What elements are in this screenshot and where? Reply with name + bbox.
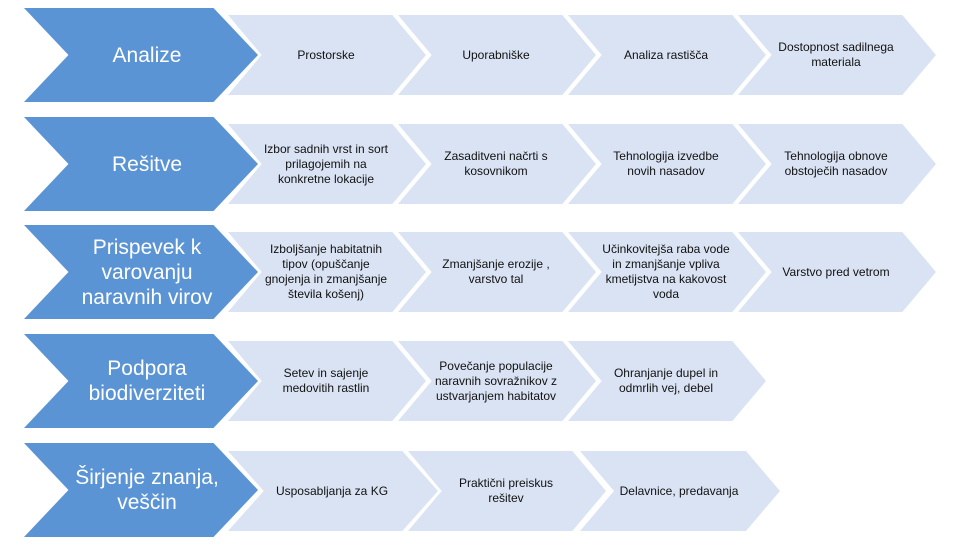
- row-2-item-2: Zasaditveni načrti s kosovnikom: [398, 124, 596, 204]
- item-label: Dostopnost sadilnega materiala: [778, 40, 894, 69]
- row-2-item-3: Tehnologija izvedbe novih nasadov: [568, 124, 766, 204]
- category-label: Širjenje znanja, veščin: [75, 466, 219, 514]
- row-5-item-1: Usposabljanja za KG: [228, 451, 438, 531]
- category-label: Rešitve: [111, 152, 183, 176]
- item-label: Varstvo pred vetrom: [782, 264, 890, 279]
- row-5-category: Širjenje znanja, veščin: [24, 443, 258, 537]
- item-label: Delavnice, predavanja: [619, 483, 739, 498]
- row-4-category: Podpora biodiverziteti: [24, 334, 258, 428]
- item-label: Setev in sajenje medovitih rastlin: [282, 366, 370, 395]
- item-label: Povečanje populacije naravnih sovražniko…: [434, 358, 558, 403]
- row-3-item-3: Učinkovitejša raba vode in zmanjšanje vp…: [568, 232, 766, 312]
- row-3-item-4: Varstvo pred vetrom: [738, 232, 936, 312]
- row-5-item-3: Delavnice, predavanja: [580, 451, 780, 531]
- row-4-item-3: Ohranjanje dupel in odmrlih vej, debel: [568, 341, 766, 421]
- category-label: Podpora biodiverziteti: [88, 357, 206, 405]
- row-1-category: Analize: [24, 8, 258, 102]
- item-label: Usposabljanja za KG: [275, 483, 389, 498]
- item-label: Zmanjšanje erozije , varstvo tal: [442, 257, 550, 286]
- item-label: Izbor sadnih vrst in sort prilagojemih n…: [263, 141, 389, 186]
- item-label: Izboljšanje habitatnih tipov (opuščanje …: [264, 242, 388, 301]
- row-1-item-2: Uporabniške: [398, 15, 596, 95]
- item-label: Tehnologija izvedbe novih nasadov: [613, 149, 719, 178]
- item-label: Praktični preiskus rešitev: [458, 476, 554, 505]
- item-label: Tehnologija obnove obstoječih nasadov: [784, 149, 888, 178]
- category-label: Prispevek k varovanju naravnih virov: [81, 235, 213, 309]
- row-3-category: Prispevek k varovanju naravnih virov: [24, 225, 258, 319]
- item-label: Ohranjanje dupel in odmrlih vej, debel: [613, 366, 719, 395]
- category-label: Analize: [112, 43, 182, 67]
- item-label: Analiza rastišča: [623, 47, 709, 62]
- row-1-item-4: Dostopnost sadilnega materiala: [738, 15, 936, 95]
- row-2-item-4: Tehnologija obnove obstoječih nasadov: [738, 124, 936, 204]
- item-label: Učinkovitejša raba vode in zmanjšanje vp…: [602, 242, 730, 301]
- row-3-item-2: Zmanjšanje erozije , varstvo tal: [398, 232, 596, 312]
- item-label: Uporabniške: [462, 47, 530, 62]
- row-2-category: Rešitve: [24, 117, 258, 211]
- row-1-item-3: Analiza rastišča: [568, 15, 766, 95]
- row-4-item-2: Povečanje populacije naravnih sovražniko…: [398, 341, 596, 421]
- item-label: Prostorske: [297, 47, 355, 62]
- item-label: Zasaditveni načrti s kosovnikom: [444, 149, 548, 178]
